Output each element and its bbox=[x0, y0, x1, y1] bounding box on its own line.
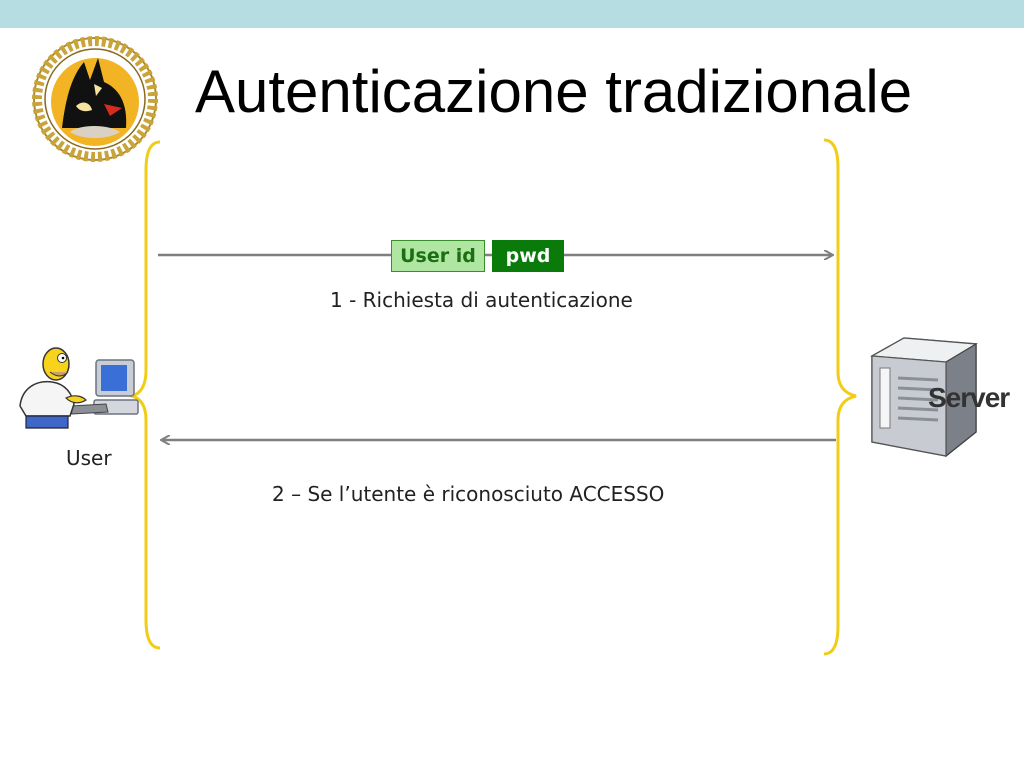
top-bar bbox=[0, 0, 1024, 28]
server-label: Server bbox=[928, 382, 1010, 413]
step-1-label: 1 - Richiesta di autenticazione bbox=[330, 288, 633, 312]
right-brace bbox=[823, 138, 857, 656]
pwd-token: pwd bbox=[492, 240, 564, 272]
step-2-label: 2 – Se l’utente è riconosciuto ACCESSO bbox=[272, 482, 665, 506]
user-at-computer-icon bbox=[19, 347, 139, 429]
doberman-emblem-icon bbox=[32, 36, 158, 162]
user-label: User bbox=[66, 446, 112, 470]
server-tower-icon bbox=[869, 337, 978, 458]
user-id-token: User id bbox=[391, 240, 485, 272]
slide-title: Autenticazione tradizionale bbox=[195, 58, 913, 125]
